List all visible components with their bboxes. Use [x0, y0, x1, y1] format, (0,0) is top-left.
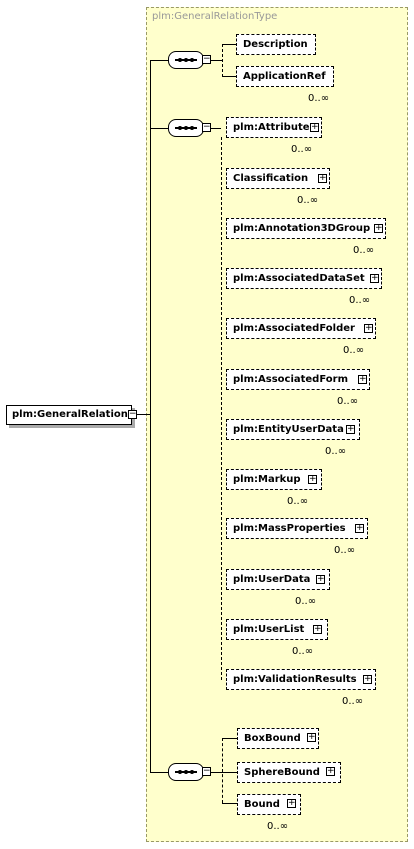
multiplicity: 0..∞: [343, 345, 365, 356]
collapse-icon[interactable]: −: [202, 54, 211, 64]
element-description[interactable]: Description: [236, 34, 316, 55]
multiplicity: 0..∞: [337, 396, 359, 407]
connector: [222, 44, 236, 45]
expand-icon[interactable]: +: [346, 424, 355, 434]
connector: [221, 137, 222, 680]
sequence-compositor-icon[interactable]: [168, 119, 204, 137]
element-classification[interactable]: Classification: [226, 168, 330, 189]
collapse-icon[interactable]: −: [128, 409, 137, 419]
element-entityuserdata[interactable]: plm:EntityUserData: [226, 419, 360, 440]
complex-type-title: plm:GeneralRelationType: [152, 11, 278, 22]
expand-icon[interactable]: +: [358, 374, 367, 384]
expand-icon[interactable]: +: [374, 223, 383, 233]
element-associateddataset[interactable]: plm:AssociatedDataSet: [226, 268, 382, 289]
connector: [222, 76, 236, 77]
connector: [211, 60, 222, 61]
multiplicity: 0..∞: [349, 295, 371, 306]
sequence-compositor-icon[interactable]: [168, 51, 204, 69]
connector: [150, 60, 168, 61]
expand-icon[interactable]: +: [326, 766, 335, 776]
connector: [211, 128, 221, 129]
expand-icon[interactable]: +: [308, 474, 317, 484]
element-userlist[interactable]: plm:UserList: [226, 619, 328, 640]
multiplicity: 0..∞: [342, 696, 364, 707]
element-massproperties[interactable]: plm:MassProperties: [226, 518, 368, 539]
sequence-compositor-icon[interactable]: [168, 763, 204, 781]
multiplicity: 0..∞: [353, 245, 375, 256]
expand-icon[interactable]: +: [307, 732, 316, 742]
connector: [150, 772, 168, 773]
expand-icon[interactable]: +: [355, 523, 364, 533]
multiplicity: 0..∞: [297, 195, 319, 206]
multiplicity: 0..∞: [308, 93, 330, 104]
connector: [211, 772, 222, 773]
element-userdata[interactable]: plm:UserData: [226, 569, 330, 590]
element-associatedfolder[interactable]: plm:AssociatedFolder: [226, 318, 376, 339]
connector: [222, 738, 237, 739]
collapse-icon[interactable]: −: [202, 766, 211, 776]
element-associatedform[interactable]: plm:AssociatedForm: [226, 369, 370, 390]
element-attribute[interactable]: plm:Attribute: [226, 117, 322, 138]
connector: [137, 414, 150, 415]
element-bound[interactable]: Bound: [237, 794, 301, 815]
expand-icon[interactable]: +: [313, 624, 322, 634]
connector: [222, 803, 237, 804]
multiplicity: 0..∞: [334, 545, 356, 556]
element-markup[interactable]: plm:Markup: [226, 469, 322, 490]
collapse-icon[interactable]: −: [202, 122, 211, 132]
multiplicity: 0..∞: [295, 596, 317, 607]
expand-icon[interactable]: +: [370, 273, 379, 283]
connector: [150, 128, 168, 129]
multiplicity: 0..∞: [292, 646, 314, 657]
element-annotation3dgroup[interactable]: plm:Annotation3DGroup: [226, 218, 386, 239]
connector: [222, 738, 223, 803]
expand-icon[interactable]: +: [364, 323, 373, 333]
multiplicity: 0..∞: [291, 144, 313, 155]
expand-icon[interactable]: +: [287, 798, 296, 808]
expand-icon[interactable]: +: [363, 674, 372, 684]
expand-icon[interactable]: +: [316, 574, 325, 584]
expand-icon[interactable]: +: [318, 173, 327, 183]
multiplicity: 0..∞: [287, 496, 309, 507]
element-boxbound[interactable]: BoxBound: [237, 728, 319, 749]
element-validationresults[interactable]: plm:ValidationResults: [226, 669, 376, 690]
connector: [222, 772, 237, 773]
connector: [150, 60, 151, 773]
multiplicity: 0..∞: [325, 446, 347, 457]
multiplicity: 0..∞: [267, 821, 289, 832]
element-applicationref[interactable]: ApplicationRef: [236, 66, 334, 87]
expand-icon[interactable]: +: [310, 122, 319, 132]
root-element[interactable]: plm:GeneralRelation: [6, 405, 132, 425]
element-spherebound[interactable]: SphereBound: [237, 762, 341, 783]
connector: [222, 44, 223, 77]
